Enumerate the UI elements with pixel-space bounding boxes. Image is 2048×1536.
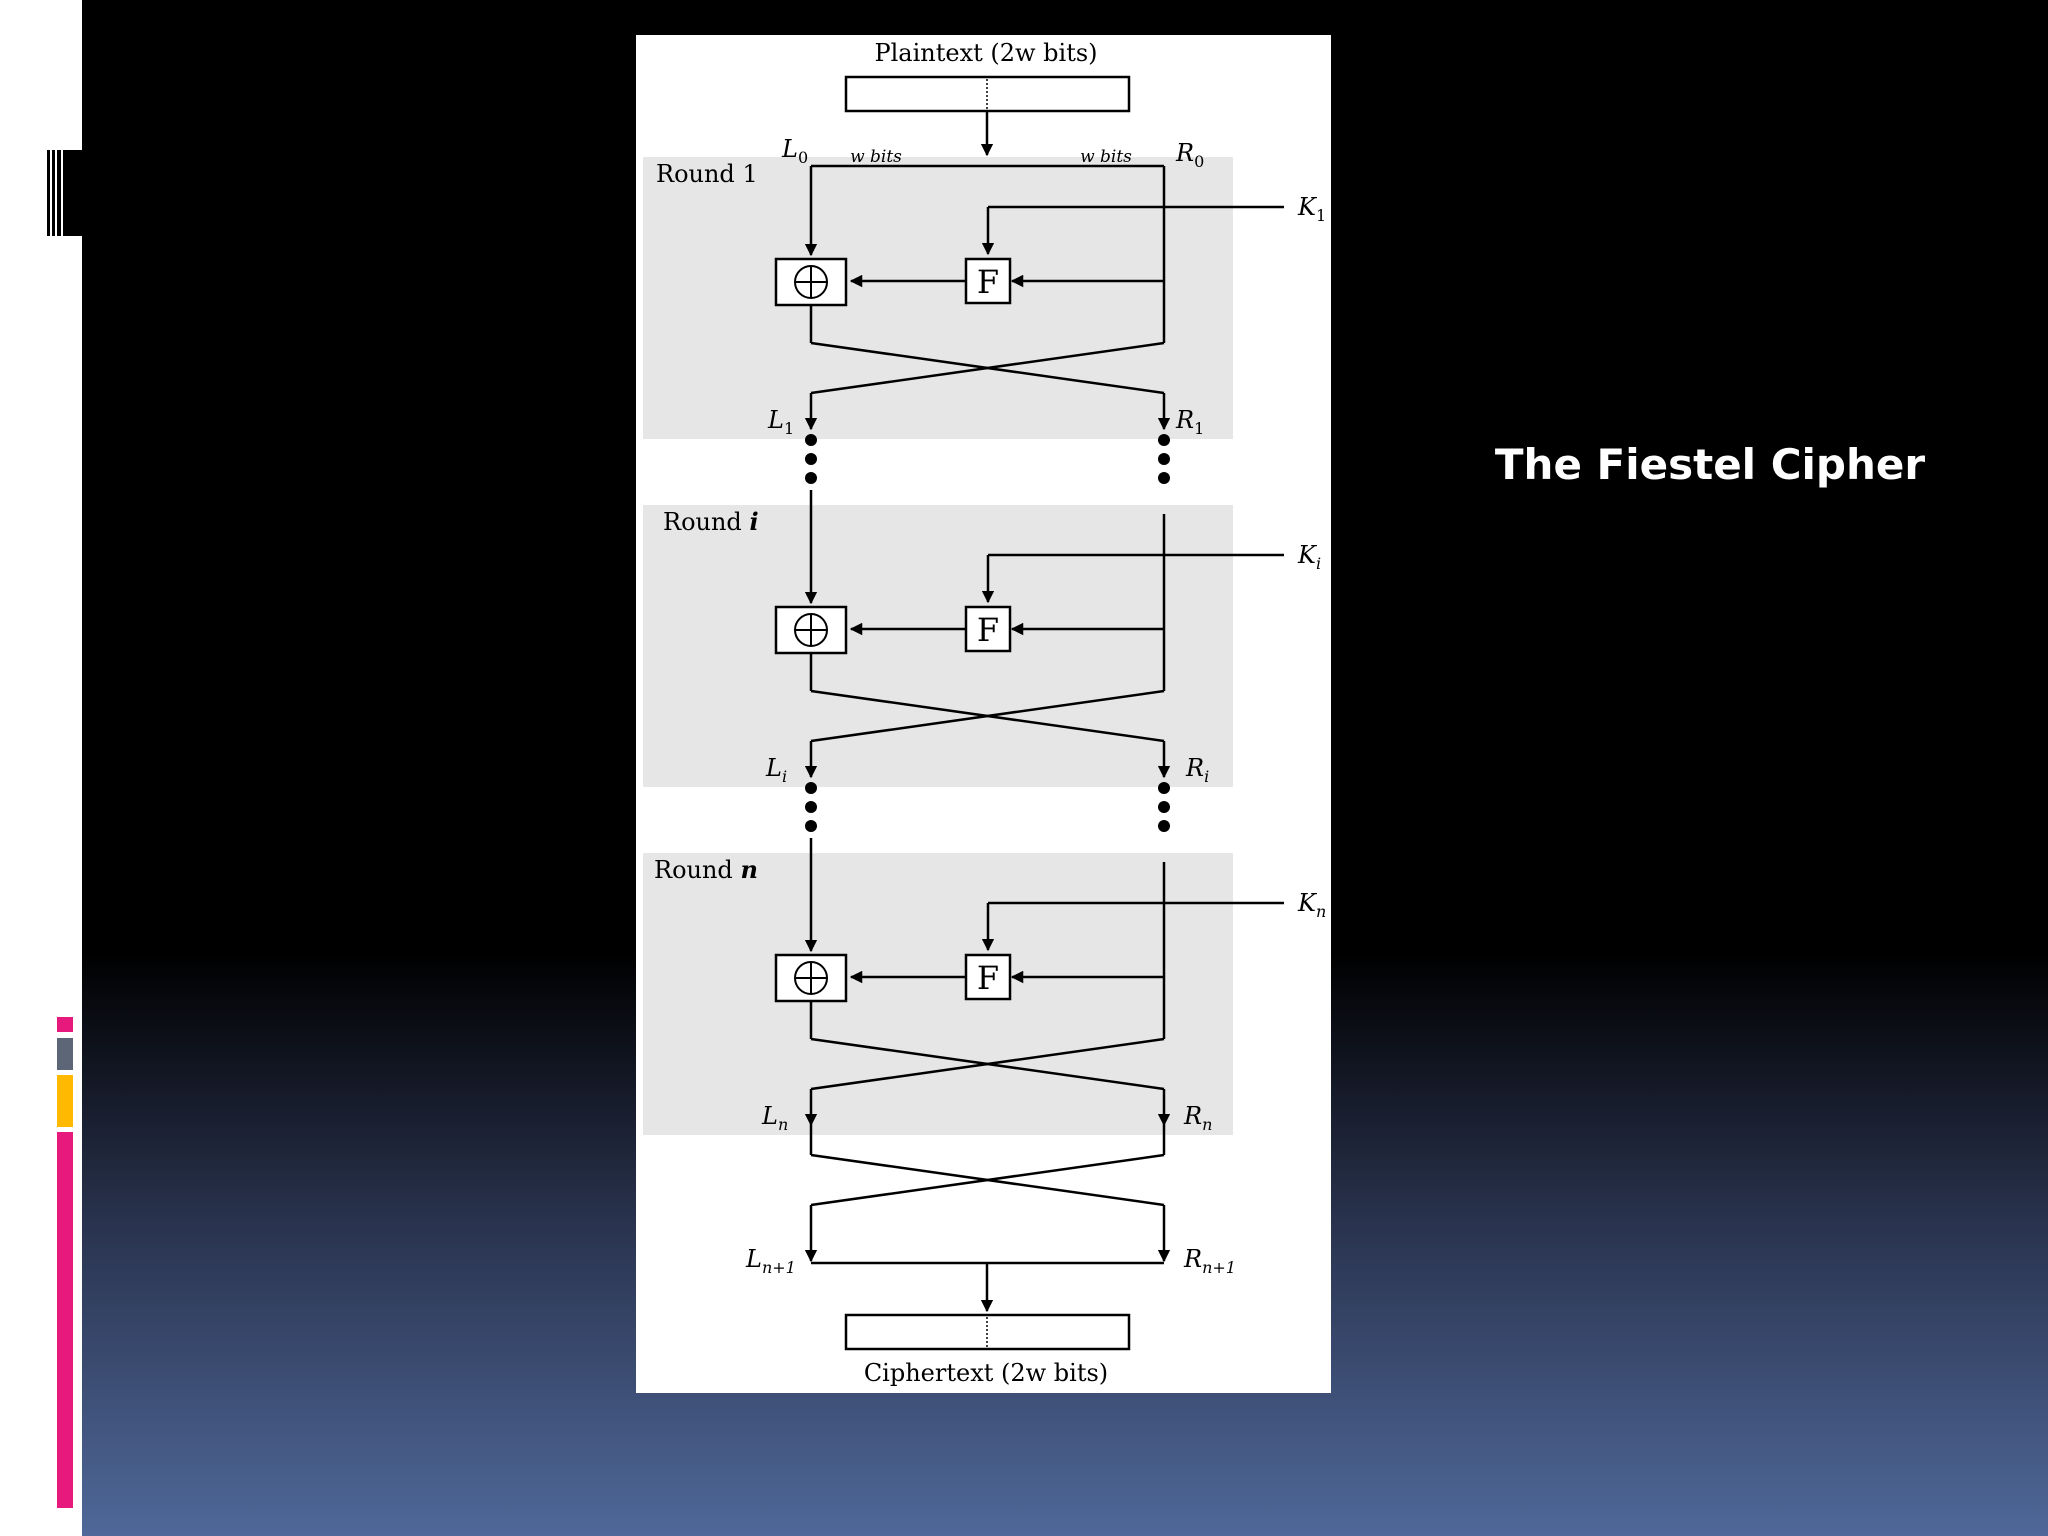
- label-Rn1: Rn+1: [1183, 1245, 1236, 1277]
- label-Ki: Ki: [1297, 541, 1321, 573]
- plaintext-label: Plaintext (2w bits): [874, 39, 1097, 67]
- plaintext-block: [844, 75, 1131, 113]
- round-i-background: [643, 505, 1233, 787]
- label-R0: R0: [1175, 139, 1204, 171]
- label-Li: Li: [765, 754, 787, 786]
- ciphertext-label: Ciphertext (2w bits): [864, 1359, 1108, 1387]
- final-swap: [804, 1125, 1171, 1313]
- decorative-bars-top-2: [60, 150, 82, 236]
- label-Ri: Ri: [1185, 754, 1209, 786]
- accent-bar-gray: [57, 1038, 73, 1070]
- f-function-box: [964, 257, 1012, 305]
- round-i: F: [774, 490, 1284, 779]
- round-1: F: [774, 166, 1284, 431]
- label-L0: L0: [781, 135, 808, 167]
- ellipsis-dots-2: [805, 782, 1170, 832]
- round-1-background: [643, 157, 1233, 439]
- round-n: F: [774, 838, 1284, 1127]
- accent-bar-pink-small: [57, 1017, 73, 1032]
- round-n-background: [643, 853, 1233, 1135]
- f-function-box: [964, 953, 1012, 1001]
- feistel-diagram: Plaintext (2w bits) L0 R0 w bits w bits …: [643, 39, 1326, 1387]
- f-function-label: F: [977, 263, 999, 301]
- label-Rn: Rn: [1183, 1102, 1212, 1134]
- decorative-bars-top: [47, 150, 82, 236]
- round-n-label: Round n: [654, 855, 758, 884]
- w-bits-left: w bits: [850, 147, 902, 167]
- slide-title: The Fiestel Cipher: [1494, 440, 1926, 489]
- feistel-diagram-panel: Plaintext (2w bits) L0 R0 w bits w bits …: [636, 35, 1331, 1393]
- accent-bar-pink-tall: [57, 1132, 73, 1508]
- label-Ln1: Ln+1: [745, 1245, 796, 1277]
- label-R1: R1: [1175, 406, 1204, 438]
- accent-bar-yellow: [57, 1075, 73, 1127]
- label-K1: K1: [1297, 193, 1326, 225]
- label-Ln: Ln: [761, 1102, 788, 1134]
- label-L1: L1: [767, 406, 794, 438]
- round-i-label: Round i: [663, 507, 759, 536]
- round-1-label: Round 1: [656, 160, 758, 188]
- ellipsis-dots-1: [805, 434, 1170, 484]
- f-function-label: F: [977, 611, 999, 649]
- f-function-label: F: [977, 959, 999, 997]
- w-bits-right: w bits: [1080, 147, 1132, 167]
- label-Kn: Kn: [1297, 889, 1326, 921]
- f-function-box: [964, 605, 1012, 653]
- ciphertext-block: [844, 1313, 1131, 1351]
